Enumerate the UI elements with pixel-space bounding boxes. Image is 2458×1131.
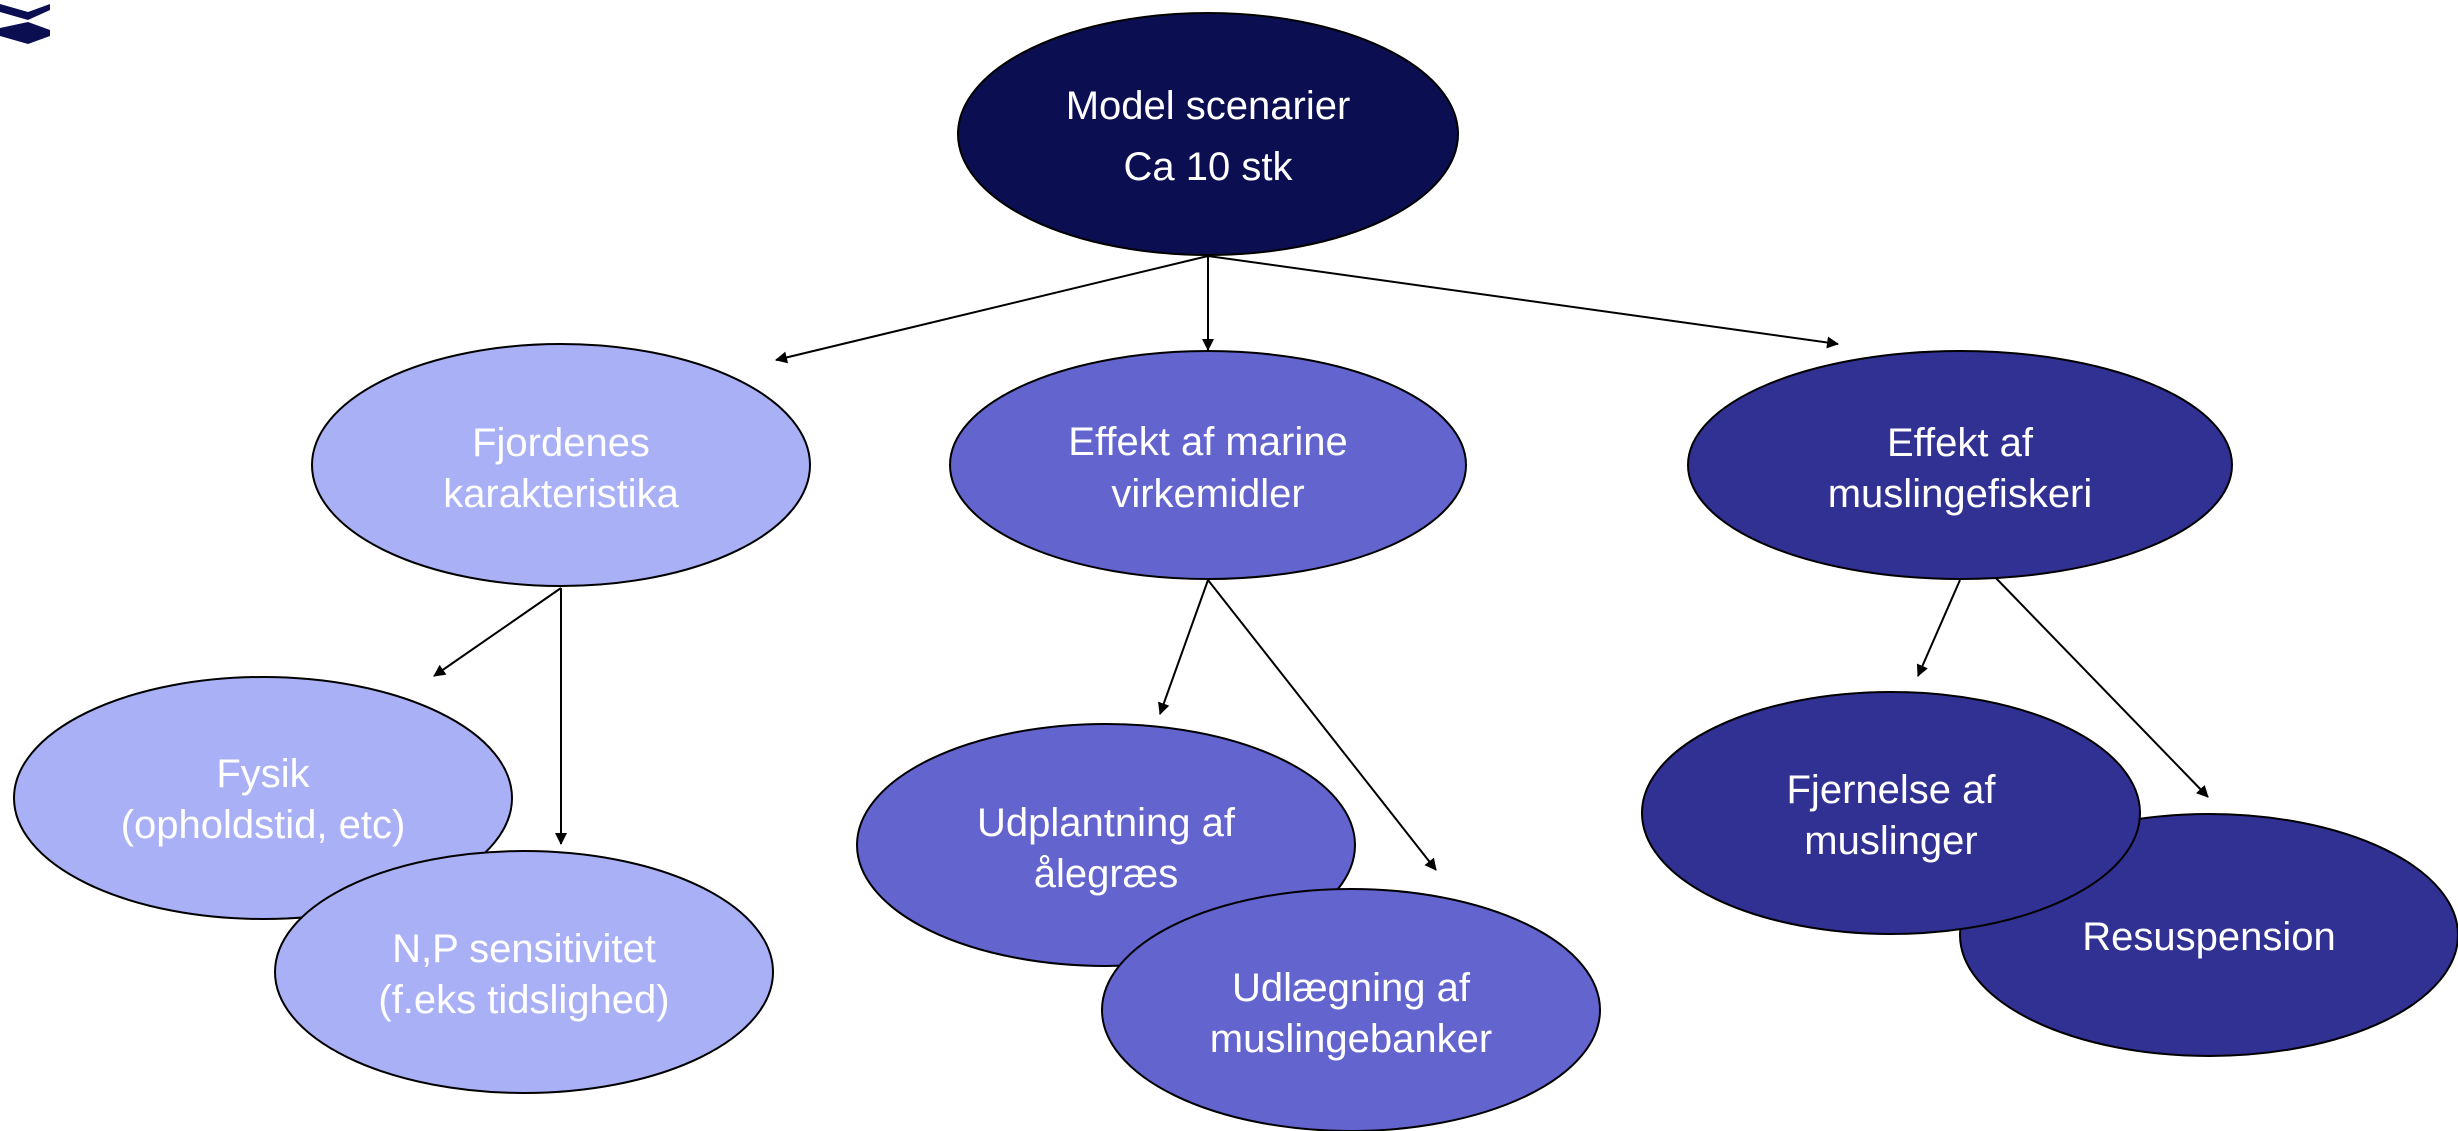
node-musling-shape <box>1687 350 2233 580</box>
node-fjord-shape <box>311 343 811 587</box>
node-musling-line1: Effekt af <box>1887 421 2034 465</box>
node-musling-line2: muslingefiskeri <box>1828 472 2093 516</box>
edge-root-musling <box>1207 255 1839 349</box>
node-fysik-shape <box>13 676 513 920</box>
node-udplant-line1: Udplantning af <box>977 801 1236 845</box>
node-fjernelse-line2: muslinger <box>1804 819 1977 863</box>
node-root-line1: Model scenarier <box>1066 84 1351 128</box>
node-marine-line1: Effekt af marine <box>1068 420 1347 464</box>
edge-musling-resusp <box>1991 573 2209 798</box>
node-np-line1: N,P sensitivitet <box>392 927 656 971</box>
node-np-line2: (f.eks tidslighed) <box>378 978 669 1022</box>
edge-musling-fjernelse <box>1916 579 1961 677</box>
node-root-shape <box>957 12 1459 256</box>
logo-icon <box>0 4 50 44</box>
node-fjernelse-line1: Fjernelse af <box>1787 768 1997 812</box>
node-musling: Effekt af muslingefiskeri <box>1687 350 2233 580</box>
node-udplant-line2: ålegræs <box>1034 852 1179 896</box>
node-fjord: Fjordenes karakteristika <box>311 343 811 587</box>
node-marine-shape <box>949 350 1467 580</box>
edge-fjord-fysik <box>433 587 562 677</box>
node-fjord-line1: Fjordenes <box>472 421 650 465</box>
node-root-line2: Ca 10 stk <box>1124 145 1294 189</box>
edge-marine-udplant <box>1158 579 1209 715</box>
node-udlaeg-line2: muslingebanker <box>1210 1017 1492 1061</box>
node-udlaeg-shape <box>1101 888 1601 1131</box>
node-marine: Effekt af marine virkemidler <box>949 350 1467 580</box>
node-fjernelse: Fjernelse af muslinger <box>1641 691 2141 935</box>
node-resusp-line1: Resuspension <box>2082 915 2336 959</box>
node-np-shape <box>274 850 774 1094</box>
node-udlaeg-line1: Udlægning af <box>1232 966 1471 1010</box>
node-root: Model scenarier Ca 10 stk <box>957 12 1459 256</box>
node-fjord-line2: karakteristika <box>443 472 679 516</box>
node-marine-line2: virkemidler <box>1111 472 1304 516</box>
edge-marine-udlaeg <box>1207 579 1437 871</box>
node-fysik-line2: (opholdstid, etc) <box>121 803 406 847</box>
edge-root-fjord <box>775 255 1209 364</box>
node-fysik: Fysik (opholdstid, etc) <box>13 676 513 920</box>
node-fjernelse-shape <box>1641 691 2141 935</box>
node-np: N,P sensitivitet (f.eks tidslighed) <box>274 850 774 1094</box>
node-udlaeg: Udlægning af muslingebanker <box>1101 888 1601 1131</box>
node-fysik-line1: Fysik <box>216 752 310 796</box>
